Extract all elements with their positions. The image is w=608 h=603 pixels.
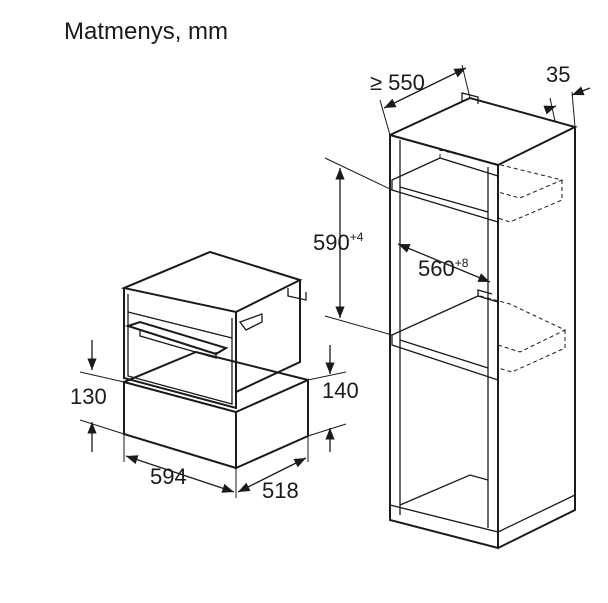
lower-shelf-edge — [399, 339, 489, 369]
cabinet-right-side — [497, 127, 576, 549]
cabinet-base-inner — [399, 474, 489, 506]
upper-shelf-edge — [399, 186, 489, 213]
drawer-width-label: 594 — [150, 464, 187, 489]
cabinet-plinth — [389, 494, 576, 533]
appliance-rear-mount — [287, 288, 307, 301]
appliance-side — [235, 280, 301, 393]
dim-drawer-depth: 518 — [237, 436, 309, 503]
upper-shelf — [391, 157, 499, 223]
lower-shelf-notch — [477, 289, 493, 296]
tall-cabinet — [389, 92, 578, 550]
door-handle-grip — [139, 330, 217, 359]
appliance-top — [120, 250, 303, 314]
panel-thickness-label: 35 — [546, 62, 570, 87]
appliance — [120, 250, 307, 410]
drawer-top — [123, 350, 309, 383]
appliance-front — [123, 288, 237, 410]
drawer-depth-label: 518 — [262, 478, 299, 503]
dim-niche-width: 560+8 — [397, 243, 491, 283]
dim-drawer-height: 140 — [307, 345, 359, 452]
door-top-edge — [127, 311, 233, 339]
drawer-front-height-label: 130 — [70, 384, 107, 409]
dim-drawer-width: 594 — [123, 434, 237, 498]
cabinet-inner-sides — [399, 140, 489, 528]
niche-height-label: 590+4 — [313, 230, 364, 255]
dim-panel-thickness: 35 — [543, 62, 591, 128]
dim-cabinet-depth: ≥ 550 — [370, 64, 471, 136]
drawer-height-label: 140 — [322, 378, 359, 403]
drawer-front — [123, 380, 237, 470]
niche-width-label: 560+8 — [418, 256, 469, 281]
cabinet-depth-label: ≥ 550 — [370, 70, 425, 95]
cabinet-top — [389, 96, 578, 166]
lower-shelf — [391, 295, 499, 381]
hidden-lower — [479, 295, 567, 373]
dim-niche-height: 590+4 — [313, 157, 393, 336]
dim-drawer-front-height: 130 — [70, 340, 125, 452]
side-bracket — [238, 313, 263, 331]
door-handle — [124, 320, 229, 356]
warming-drawer — [123, 350, 309, 470]
page-title: Matmenys, mm — [64, 18, 229, 45]
hidden-upper — [439, 149, 564, 223]
drawer-side — [235, 378, 309, 469]
